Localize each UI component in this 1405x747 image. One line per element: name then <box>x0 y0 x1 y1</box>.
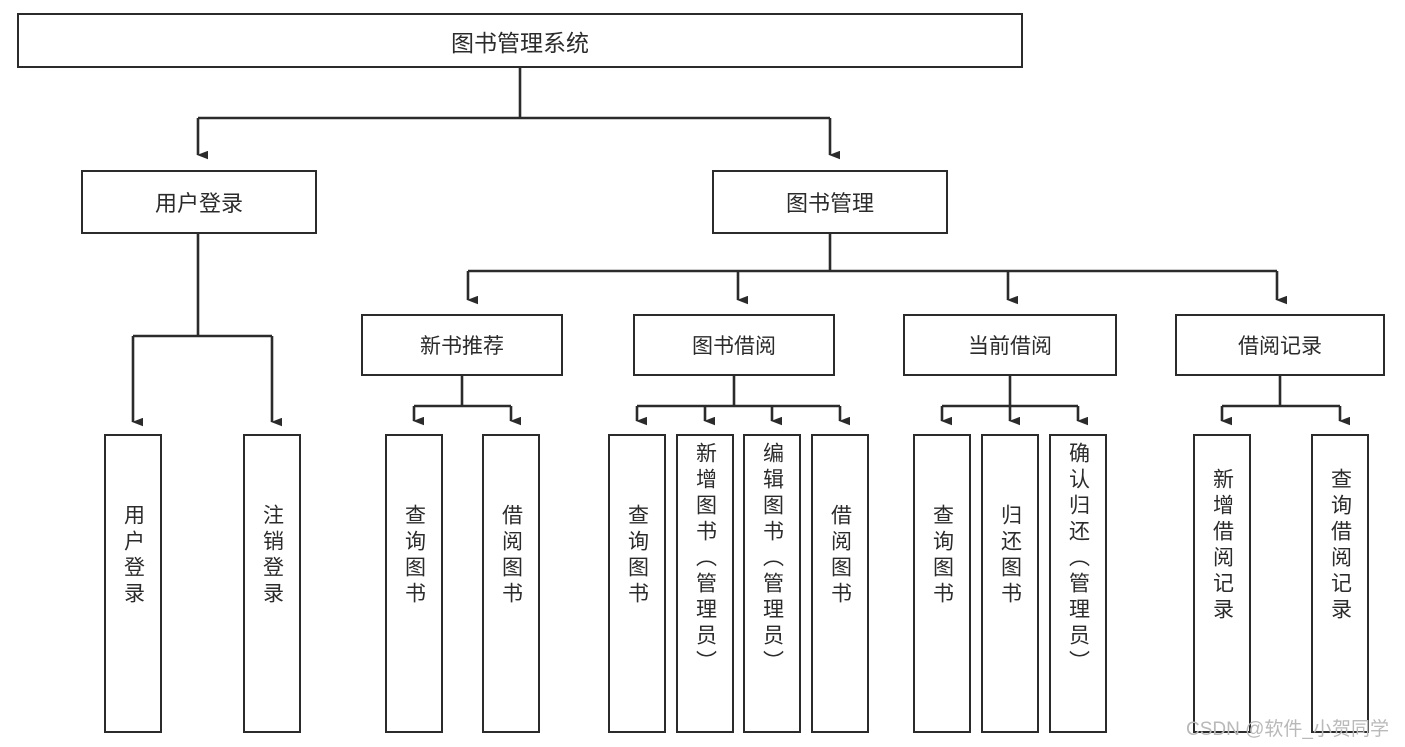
leaf-user-logout[interactable]: 注销登录 <box>243 434 301 733</box>
node-user-login[interactable]: 用户登录 <box>81 170 317 234</box>
leaf-label: 查询图书 <box>402 504 426 608</box>
node-label: 当前借阅 <box>968 335 1052 358</box>
node-label: 图书管理 <box>785 191 874 216</box>
leaf-query-borrow-record[interactable]: 查询借阅记录 <box>1311 434 1369 733</box>
csdn-watermark: CSDN @软件_小贺同学 <box>1186 719 1389 740</box>
leaf-edit-book-admin[interactable]: 编辑图书（管理员） <box>743 434 801 733</box>
leaf-label: 查询借阅记录 <box>1328 468 1352 624</box>
leaf-label: 归还图书 <box>998 504 1022 608</box>
leaf-label: 新增借阅记录 <box>1210 468 1234 624</box>
node-book-management[interactable]: 图书管理 <box>712 170 948 234</box>
leaf-user-login[interactable]: 用户登录 <box>104 434 162 733</box>
leaf-label: 查询图书 <box>930 504 954 608</box>
leaf-label: 借阅图书 <box>828 504 852 608</box>
leaf-label: 借阅图书 <box>499 504 523 608</box>
node-label: 用户登录 <box>154 191 243 216</box>
node-label: 图书管理系统 <box>451 29 589 56</box>
node-book-borrow[interactable]: 图书借阅 <box>633 314 835 376</box>
leaf-label: 确认归还（管理员） <box>1066 442 1090 676</box>
leaf-add-borrow-record[interactable]: 新增借阅记录 <box>1193 434 1251 733</box>
leaf-query-book-borrow[interactable]: 查询图书 <box>608 434 666 733</box>
leaf-confirm-return-admin[interactable]: 确认归还（管理员） <box>1049 434 1107 733</box>
node-root-system[interactable]: 图书管理系统 <box>17 13 1023 68</box>
node-current-borrow[interactable]: 当前借阅 <box>903 314 1117 376</box>
node-label: 借阅记录 <box>1238 335 1322 358</box>
node-borrow-record[interactable]: 借阅记录 <box>1175 314 1385 376</box>
leaf-label: 注销登录 <box>260 504 284 608</box>
node-new-book-recommend[interactable]: 新书推荐 <box>361 314 563 376</box>
leaf-query-book-current[interactable]: 查询图书 <box>913 434 971 733</box>
leaf-label: 查询图书 <box>625 504 649 608</box>
leaf-borrow-book[interactable]: 借阅图书 <box>811 434 869 733</box>
leaf-return-book[interactable]: 归还图书 <box>981 434 1039 733</box>
node-label: 图书借阅 <box>692 335 776 358</box>
leaf-label: 编辑图书（管理员） <box>760 442 784 676</box>
leaf-add-book-admin[interactable]: 新增图书（管理员） <box>676 434 734 733</box>
node-label: 新书推荐 <box>420 335 504 358</box>
leaf-borrow-book-recommend[interactable]: 借阅图书 <box>482 434 540 733</box>
leaf-label: 用户登录 <box>121 504 145 608</box>
leaf-query-book-recommend[interactable]: 查询图书 <box>385 434 443 733</box>
leaf-label: 新增图书（管理员） <box>693 442 717 676</box>
